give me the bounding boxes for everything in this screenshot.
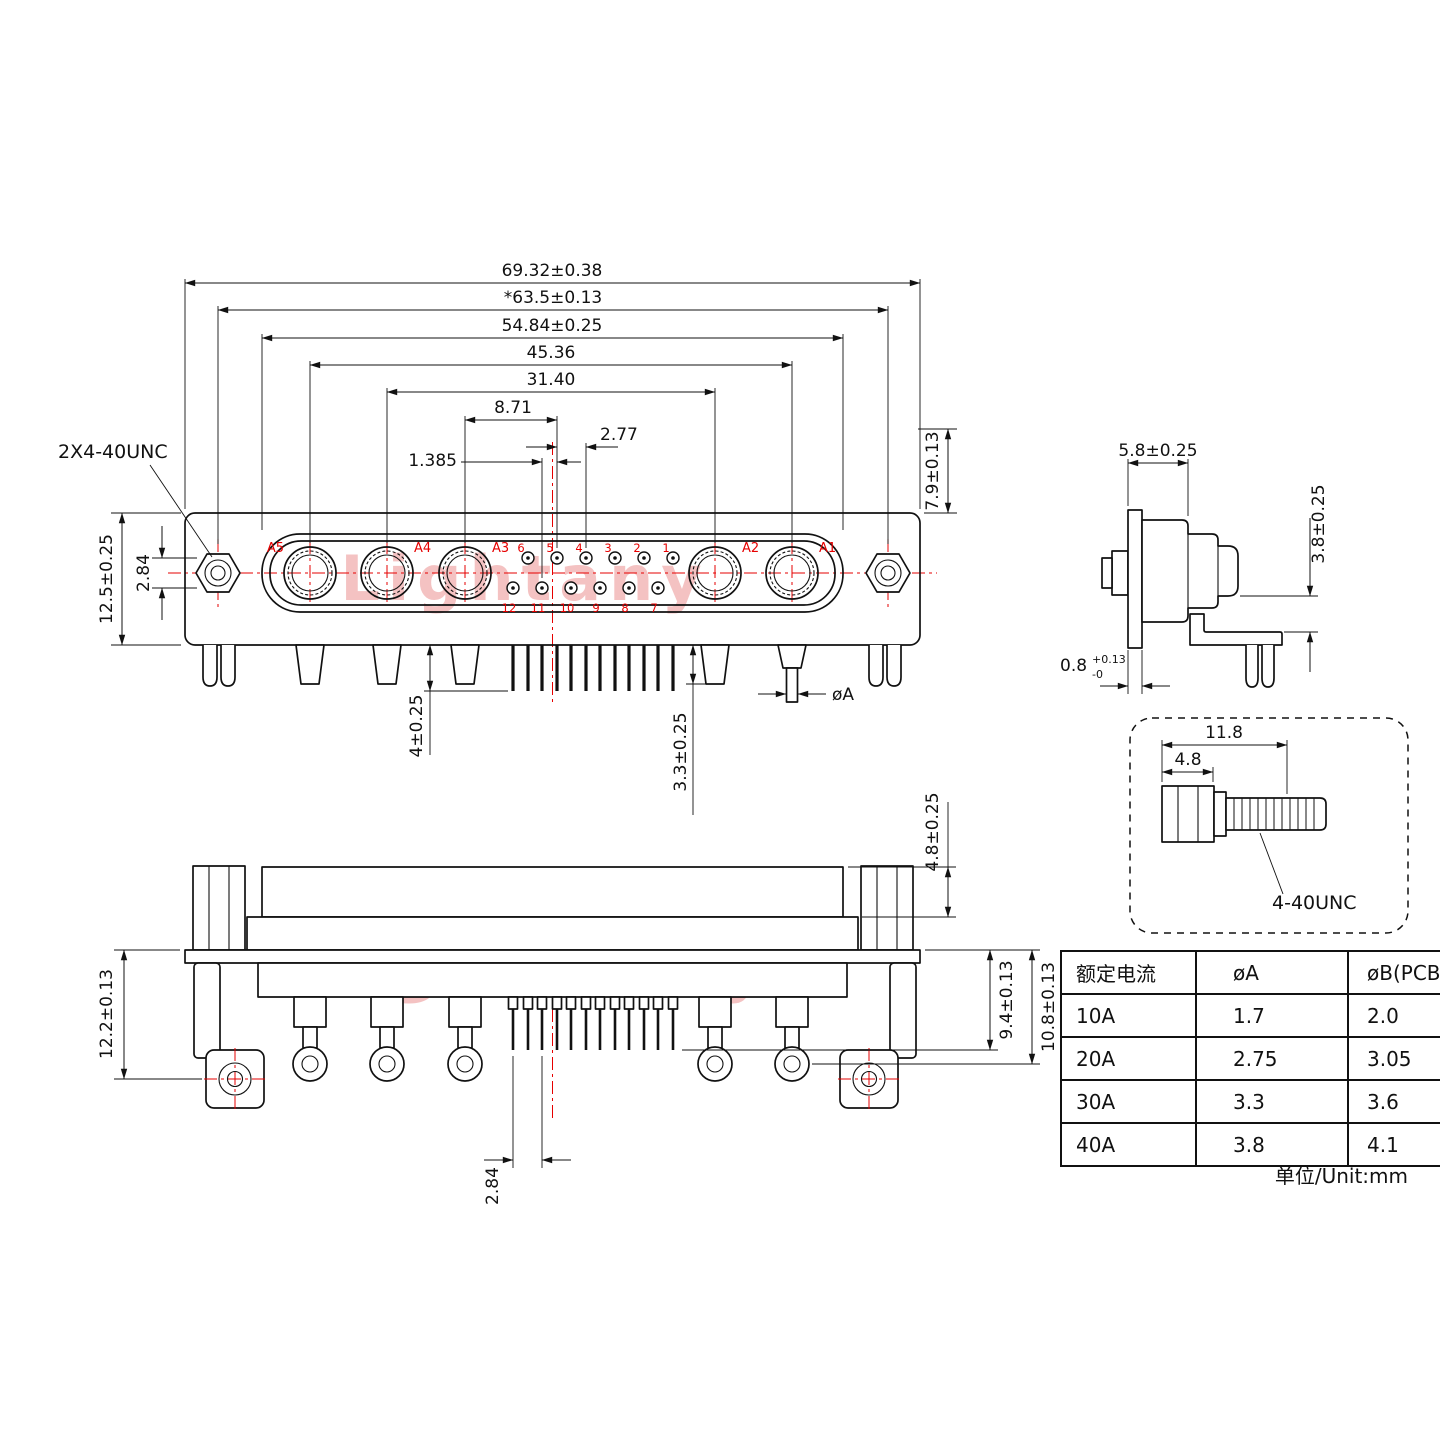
side-jackscrew [1111, 550, 1129, 596]
pin-number-7: 7 [650, 601, 657, 615]
signal-pins-bottom-row [506, 581, 665, 595]
dim-bv-cup-length: 10.8±0.13 [1039, 962, 1059, 1052]
coax-solder-pegs [295, 644, 807, 703]
table-row: 10A 1.7 2.0 [1060, 993, 1440, 1038]
rear-body-lower [246, 916, 859, 951]
dim-a3-to-pin: 8.71 [494, 398, 532, 418]
dim-bv-pitch: 2.84 [483, 1167, 503, 1205]
table-row: 40A 3.8 4.1 [1060, 1122, 1440, 1167]
rear-insert [257, 962, 848, 998]
spec-table-header-row: 额定电流 øA øB(PCB) [1060, 950, 1440, 995]
dim-pin-pitch: 2.77 [600, 425, 638, 445]
mounting-nut-right [865, 553, 911, 593]
pin-number-12: 12 [502, 601, 517, 615]
standoff-right [860, 865, 914, 951]
coax-contact-a1 [765, 546, 819, 600]
coax-contact-a4 [360, 546, 414, 600]
dim-flange-thickness: 0.8 [1060, 656, 1087, 676]
pin-number-4: 4 [575, 541, 582, 555]
coax-a1-solder-pin [785, 667, 799, 703]
coax-label-a1: A1 [819, 541, 836, 556]
dim-flange-height: 12.5±0.25 [97, 534, 117, 624]
bottom-view: 12.2±0.13 4.8±0.25 9.4±0.13 10.8±0.13 2.… [97, 792, 1059, 1205]
standoff-left [192, 865, 246, 951]
rear-body-upper [261, 866, 844, 918]
bracket-right [838, 962, 917, 1110]
side-flange [1127, 509, 1143, 649]
dim-flange-tol-minus: -0 [1092, 668, 1103, 681]
dim-bracket: 3.8±0.25 [1309, 484, 1329, 563]
pin-number-8: 8 [621, 601, 628, 615]
boardlock-left [202, 645, 236, 687]
dim-total-width: 69.32±0.38 [502, 261, 603, 281]
signal-pin-tails [511, 645, 675, 691]
header-dia-a: øA [1195, 950, 1349, 995]
side-body [1141, 519, 1239, 623]
dim-flange-tol-plus: +0.13 [1092, 653, 1126, 666]
screw-thread [1225, 797, 1327, 831]
signal-pins-top-row [521, 551, 680, 565]
front-view: A5 A4 A3 A2 A1 6 5 4 3 2 1 12 11 [58, 261, 957, 815]
header-dia-b: øB(PCB) [1347, 950, 1440, 995]
header-rated-current: 额定电流 [1060, 950, 1197, 995]
dim-peg-a: 4±0.25 [407, 695, 427, 758]
mounting-nut-left [195, 553, 241, 593]
coax-contact-a2 [688, 546, 742, 600]
screw-detail: 11.8 4.8 4-40UNC [1129, 717, 1409, 934]
boardlock-right [868, 645, 902, 687]
dim-row-stagger: 1.385 [408, 451, 457, 471]
dim-pin-dia: øA [832, 685, 854, 705]
coax-contact-a3 [438, 546, 492, 600]
thread-callout: 2X4-40UNC [58, 441, 168, 463]
shell-inner [269, 540, 836, 606]
pin-number-5: 5 [546, 541, 553, 555]
coax-label-a3: A3 [492, 541, 509, 556]
detail-frame [1129, 717, 1409, 934]
unit-note: 单位/Unit:mm [1274, 1164, 1408, 1188]
dim-screw-length: 11.8 [1205, 723, 1243, 743]
table-row: 30A 3.3 3.6 [1060, 1079, 1440, 1124]
rear-flange-band [184, 949, 921, 964]
side-view: 5.8±0.25 3.8±0.25 0.8 +0.13 -0 [1060, 441, 1329, 694]
coax-cups [292, 996, 810, 1082]
pin-number-9: 9 [592, 601, 599, 615]
pin-number-2: 2 [633, 541, 640, 555]
pin-number-11: 11 [531, 601, 546, 615]
screw-head [1161, 785, 1215, 843]
dim-coax-span: 45.36 [527, 343, 576, 363]
table-row: 20A 2.75 3.05 [1060, 1036, 1440, 1081]
shell-outer [261, 533, 844, 613]
bracket-left [193, 962, 266, 1110]
dim-bv-pin-length: 9.4±0.13 [997, 960, 1017, 1039]
dim-inner-span: 31.40 [527, 370, 576, 390]
dim-row-spacing: 2.84 [134, 554, 154, 592]
side-bracket [1189, 613, 1283, 646]
coax-label-a4: A4 [414, 541, 431, 556]
spec-table: 额定电流 øA øB(PCB) 10A 1.7 2.0 20A 2.75 3.0… [1060, 950, 1440, 1167]
flange-outline [184, 512, 921, 646]
pin-number-3: 3 [604, 541, 611, 555]
coax-contact-a5 [283, 546, 337, 600]
pin-number-10: 10 [560, 601, 575, 615]
screw-thread-label: 4-40UNC [1272, 892, 1357, 914]
dim-shell-width: 54.84±0.25 [502, 316, 603, 336]
coax-label-a5: A5 [267, 541, 284, 556]
dim-mount-span: *63.5±0.13 [504, 288, 602, 308]
rear-signal-pins [507, 996, 679, 1050]
dim-bv-height: 12.2±0.13 [97, 969, 117, 1059]
dim-depth: 5.8±0.25 [1118, 441, 1197, 461]
pin-number-1: 1 [662, 541, 669, 555]
coax-label-a2: A2 [742, 541, 759, 556]
dim-right-height: 7.9±0.13 [923, 431, 943, 510]
dim-screw-head: 4.8 [1174, 750, 1201, 770]
pin-number-6: 6 [517, 541, 524, 555]
dim-peg-b: 3.3±0.25 [671, 712, 691, 791]
dim-bv-body: 4.8±0.25 [923, 792, 943, 871]
